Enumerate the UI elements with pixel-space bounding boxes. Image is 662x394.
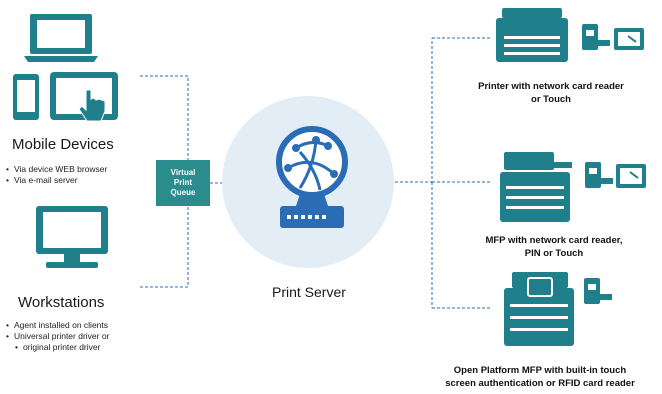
mobile-to-queue-connector xyxy=(140,75,189,160)
mfp-label-line: PIN or Touch xyxy=(524,248,584,259)
open-platform-mfp-label: Open Platform MFP with built-in touch sc… xyxy=(418,364,662,390)
mobile-bullet: Via device WEB browser xyxy=(6,164,107,175)
mfp-card-reader-icon xyxy=(585,162,646,188)
open-mfp-label-line: Open Platform MFP with built-in touch xyxy=(453,365,627,376)
queue-label-line: Print xyxy=(173,178,193,187)
virtual-print-queue-box: Virtual Print Queue xyxy=(156,160,210,206)
open-mfp-label-line: screen authentication or RFID card reade… xyxy=(445,378,635,389)
mobile-devices-bullets: Via device WEB browser Via e-mail server xyxy=(6,164,107,186)
mfp-label-line: MFP with network card reader, xyxy=(485,235,623,246)
queue-label-line: Queue xyxy=(170,188,196,197)
mfp-label: MFP with network card reader, PIN or Tou… xyxy=(446,234,662,260)
printer-label: Printer with network card reader or Touc… xyxy=(446,80,656,106)
workstation-monitor-icon xyxy=(36,206,108,268)
mfp-icon xyxy=(500,152,572,222)
workstation-bullet: original printer driver xyxy=(6,342,109,353)
queue-label-line: Virtual xyxy=(170,168,196,177)
printer-label-line: Printer with network card reader xyxy=(478,81,624,92)
print-server-icon xyxy=(276,126,348,228)
open-platform-mfp-icon xyxy=(504,272,574,346)
mobile-devices-title: Mobile Devices xyxy=(12,136,114,153)
tablet-touch-icon xyxy=(50,72,118,122)
workstation-to-queue-connector xyxy=(140,206,189,288)
workstation-bullet: Universal printer driver or xyxy=(6,331,109,342)
card-reader-icon xyxy=(582,24,644,50)
printer-icon xyxy=(496,8,568,62)
rfid-reader-icon xyxy=(584,278,612,304)
mobile-bullet: Via e-mail server xyxy=(6,175,107,186)
print-server-label: Print Server xyxy=(272,284,346,300)
workstation-bullet: Agent installed on clients xyxy=(6,320,109,331)
workstations-bullets: Agent installed on clients Universal pri… xyxy=(6,320,109,353)
laptop-icon xyxy=(24,14,98,62)
printer-label-line: or Touch xyxy=(531,94,571,105)
smartphone-icon xyxy=(13,74,39,120)
workstations-title: Workstations xyxy=(18,294,105,311)
